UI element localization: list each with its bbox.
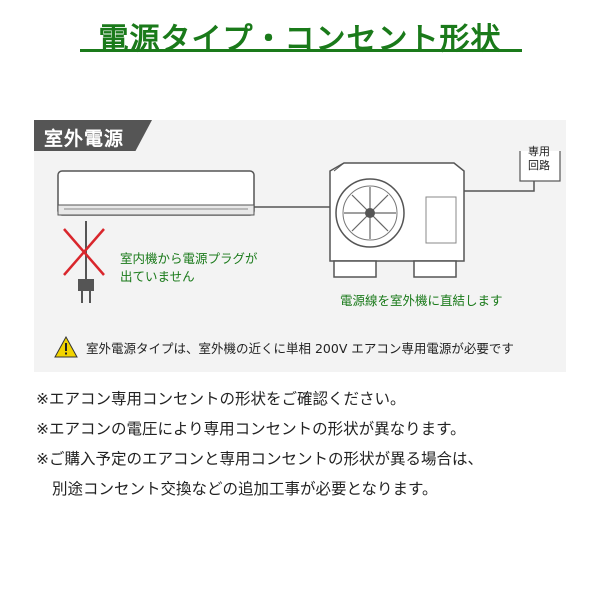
panel-tab	[34, 120, 152, 151]
outdoor-unit-icon	[329, 162, 465, 278]
diagram-panel	[34, 120, 566, 372]
note-line: ※ご購入予定のエアコンと専用コンセントの形状が異る場合は、	[36, 450, 483, 468]
note-line: ※エアコン専用コンセントの形状をご確認ください。	[36, 390, 406, 408]
dedicated-circuit-label: 専用 回路	[518, 145, 560, 173]
header: 電源タイプ・コンセント形状	[0, 0, 600, 60]
note-line: ※エアコンの電圧により専用コンセントの形状が異なります。	[36, 420, 466, 438]
wiring-diagram	[57, 151, 561, 303]
indoor-note-line-1: 室内機から電源プラグが	[120, 251, 258, 266]
indoor-note-line-2: 出ていません	[120, 269, 195, 284]
dedicated-circuit-box	[519, 151, 561, 182]
warning-text: 室外電源タイプは、室外機の近くに単相 200V エアコン専用電源が必要です	[86, 340, 514, 356]
circuit-wire	[464, 181, 535, 192]
note-line: 別途コンセント交換などの追加工事が必要となります。	[52, 480, 438, 498]
panel-tab-label: 室外電源	[44, 128, 125, 150]
outdoor-note: 電源線を室外機に直結します	[340, 293, 503, 308]
circuit-label-line-2: 回路	[528, 159, 550, 172]
title-underline	[80, 49, 522, 52]
notes-list: ※エアコン専用コンセントの形状をご確認ください。 ※エアコンの電圧により専用コン…	[36, 384, 576, 504]
circuit-label-line-1: 専用	[528, 145, 550, 158]
cross-mark-icon	[63, 228, 105, 276]
warning-row: 室外電源タイプは、室外機の近くに単相 200V エアコン専用電源が必要です	[54, 335, 514, 359]
warning-triangle-icon	[54, 336, 78, 358]
indoor-unit-icon	[57, 170, 255, 216]
indoor-note: 室内機から電源プラグが 出ていません	[120, 250, 258, 286]
